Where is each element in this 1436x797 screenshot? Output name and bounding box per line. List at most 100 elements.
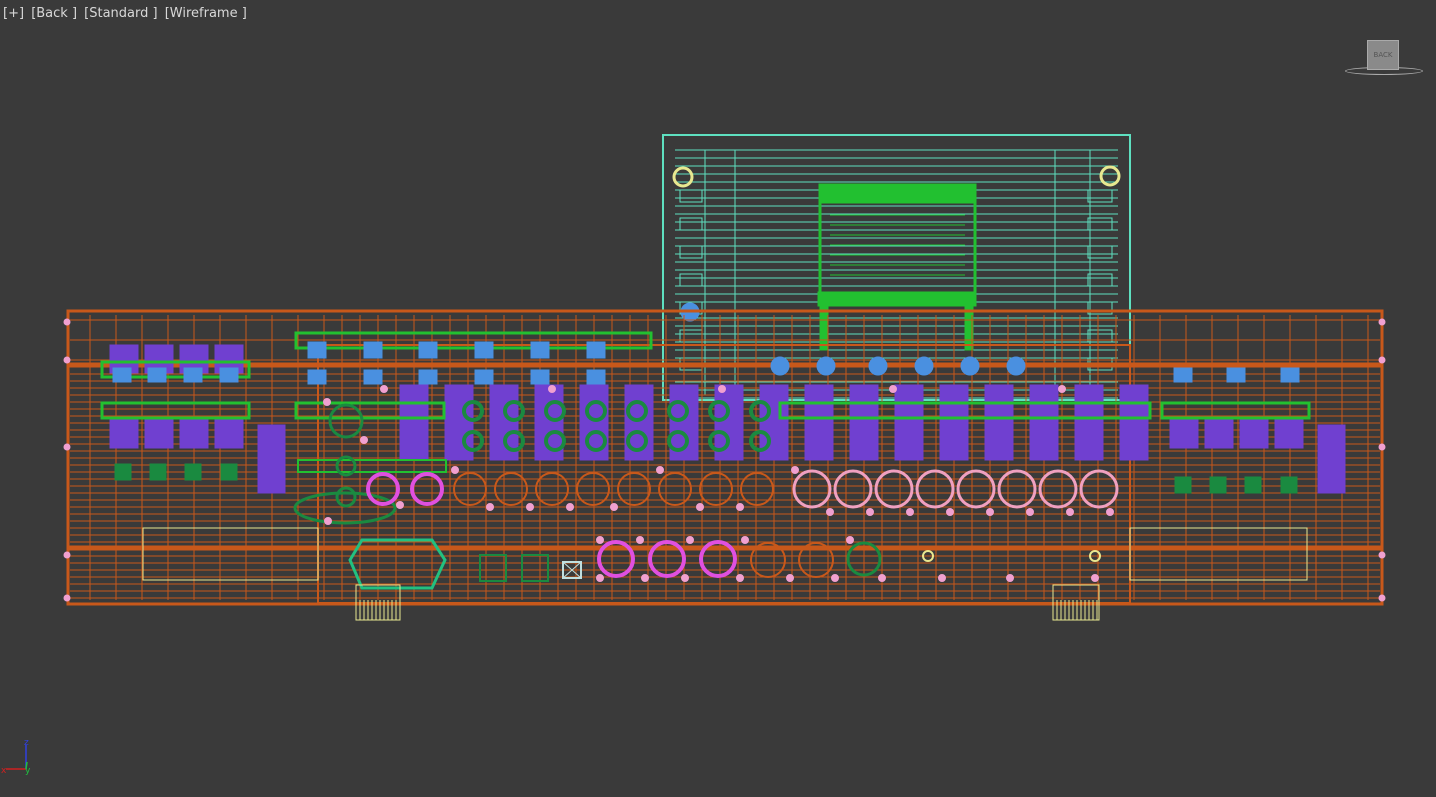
axis-y-label: y (25, 766, 31, 776)
chassis-rail (67, 545, 1383, 551)
screw-dot (396, 501, 404, 509)
screw-dot (681, 574, 689, 582)
button (307, 341, 327, 359)
screw-dot (786, 574, 794, 582)
screw-dot (696, 503, 704, 511)
connector (399, 384, 429, 461)
viewcube-face-back[interactable]: BACK (1367, 40, 1399, 70)
green-switch (1280, 476, 1298, 494)
connector (214, 419, 244, 449)
button (183, 367, 203, 383)
green-knob (749, 430, 771, 452)
knob-ring (915, 469, 955, 509)
ground-x (562, 561, 582, 579)
display-bottom-bar (817, 291, 977, 307)
button (147, 367, 167, 383)
viewport-view-menu[interactable]: [Back ] (31, 6, 78, 21)
top-unit-slot (1087, 189, 1113, 203)
viewport-shading-menu[interactable]: [Standard ] (84, 6, 158, 21)
connector (984, 384, 1014, 461)
screw-dot (938, 574, 946, 582)
green-knob (544, 400, 566, 422)
connector (1029, 384, 1059, 461)
screw-dot (826, 508, 834, 516)
screw-dot (610, 503, 618, 511)
connector (1074, 384, 1104, 461)
screw-dot (889, 385, 897, 393)
connector (1119, 384, 1149, 461)
screw-dot (1066, 508, 1074, 516)
knob-orange (535, 472, 569, 506)
chassis-inner-frame (317, 344, 1131, 604)
green-bar (294, 401, 446, 420)
green-switch (220, 463, 238, 481)
green-knob (585, 400, 607, 422)
screw-dot (831, 574, 839, 582)
top-unit-slot (1087, 273, 1113, 287)
connector (109, 419, 139, 449)
green-knob (667, 430, 689, 452)
connector (144, 419, 174, 449)
edge-dot (1378, 594, 1386, 602)
connector (714, 384, 744, 461)
edge-dot (1378, 443, 1386, 451)
connector (1274, 419, 1304, 449)
edge-dot (1378, 318, 1386, 326)
screw-dot (718, 385, 726, 393)
display-top-bar (821, 184, 975, 204)
knob-ring (956, 469, 996, 509)
knob-orange (494, 472, 528, 506)
button-round (1006, 356, 1026, 376)
green-switch (1209, 476, 1227, 494)
connector (1239, 419, 1269, 449)
connector (804, 384, 834, 461)
chassis-rail (67, 362, 1383, 368)
screw-dot (451, 466, 459, 474)
edge-dot (1378, 551, 1386, 559)
green-bar (100, 360, 251, 379)
connector (1204, 419, 1234, 449)
green-bar (100, 401, 251, 420)
green-knob (544, 430, 566, 452)
green-knob-large (328, 403, 364, 439)
screw-dot (866, 508, 874, 516)
green-knob (462, 430, 484, 452)
base-strip (1129, 527, 1308, 581)
connector-tall (257, 424, 286, 494)
button-round (868, 356, 888, 376)
screw (1089, 550, 1101, 562)
knob-ring (997, 469, 1037, 509)
button-round (914, 356, 934, 376)
green-knob (667, 400, 689, 422)
connector (894, 384, 924, 461)
power-connector (348, 538, 447, 590)
knob-ring (833, 469, 873, 509)
screw-dot (548, 385, 556, 393)
viewport-display-menu[interactable]: [Wireframe ] (164, 6, 247, 21)
green-knob (335, 455, 357, 477)
screw (922, 550, 934, 562)
button (418, 369, 438, 385)
connector (849, 384, 879, 461)
green-switch (184, 463, 202, 481)
button (418, 341, 438, 359)
viewport-plus-menu[interactable]: [+] (3, 6, 25, 21)
knob-orange (453, 472, 487, 506)
screw-dot (906, 508, 914, 516)
screw-dot (846, 536, 854, 544)
knob-ring (792, 469, 832, 509)
knob-orange (576, 472, 610, 506)
screw-dot (324, 517, 332, 525)
knob (366, 472, 400, 506)
green-pod (293, 491, 397, 525)
foot (355, 584, 401, 621)
screw-dot (741, 536, 749, 544)
button (586, 369, 606, 385)
viewcube[interactable]: BACK (1345, 38, 1425, 78)
green-bar (778, 401, 1152, 420)
green-knob (626, 400, 648, 422)
knob (699, 540, 737, 578)
button (474, 341, 494, 359)
